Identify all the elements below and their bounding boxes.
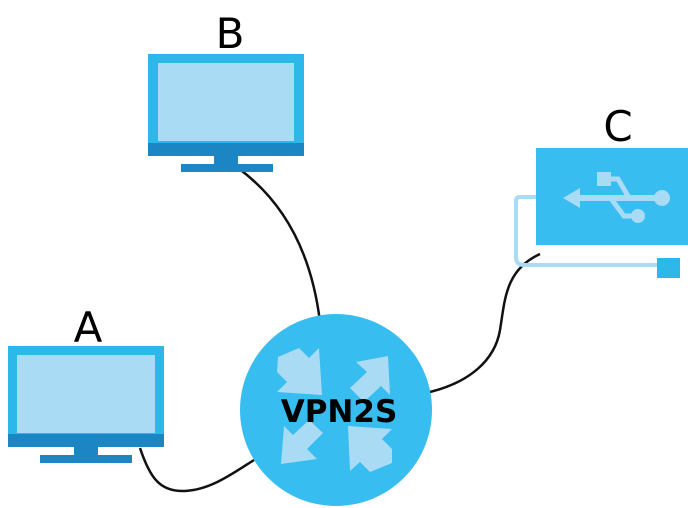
monitor-a (8, 346, 164, 463)
node-a-label: A (74, 303, 103, 352)
node-c-label: C (603, 102, 632, 151)
node-b-label: B (216, 9, 245, 58)
router-arrows-icon (277, 348, 392, 472)
cable-b-to-router (237, 166, 322, 323)
cable-a-to-router (138, 447, 255, 493)
router-vpn2s: VPN2S (240, 314, 432, 506)
monitor-b (148, 54, 304, 172)
usb-device-c (514, 148, 688, 278)
cable-c-to-router (429, 252, 541, 394)
router-label: VPN2S (281, 394, 398, 430)
usb-icon (563, 172, 670, 223)
